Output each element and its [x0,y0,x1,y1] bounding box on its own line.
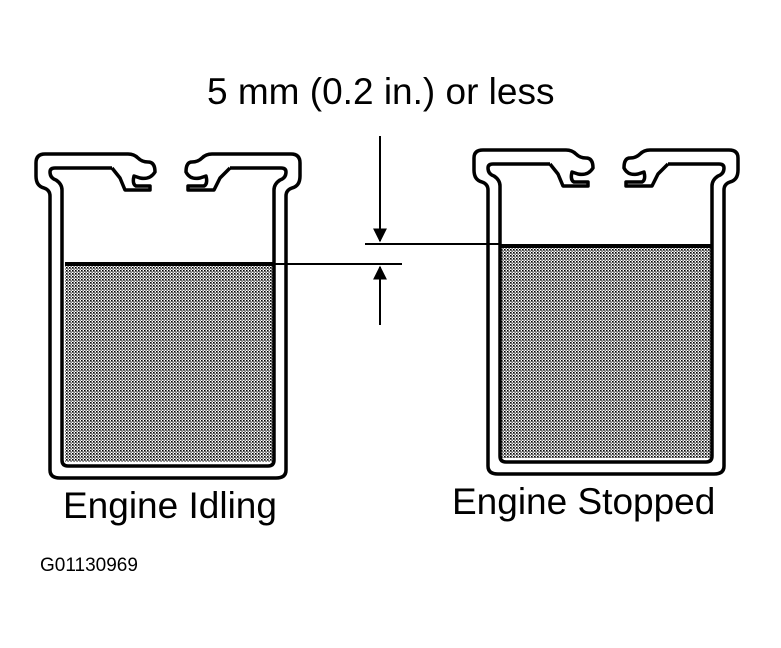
cap-tab-right-stopped [622,148,670,188]
reservoir-inner-wall-stopped [486,162,726,464]
cap-tab-left-stopped [548,148,595,188]
cap-tab-right-idling [184,152,232,192]
label-engine-idling: Engine Idling [63,485,277,526]
dimension-label: 5 mm (0.2 in.) or less [207,71,555,112]
label-engine-stopped: Engine Stopped [452,481,716,522]
reservoir-engine-idling [34,152,302,480]
reservoir-outer-wall-idling [34,152,112,470]
reservoir-inner-wall-idling [48,166,288,468]
cap-tab-left-idling [110,152,157,192]
reservoir-outer-wall-stopped [472,148,550,466]
fluid-idling [65,264,273,462]
figure-id: G01130969 [40,555,138,576]
reservoir-engine-stopped [472,148,740,476]
fluid-stopped [500,246,711,458]
dimension-indicator [273,136,500,325]
